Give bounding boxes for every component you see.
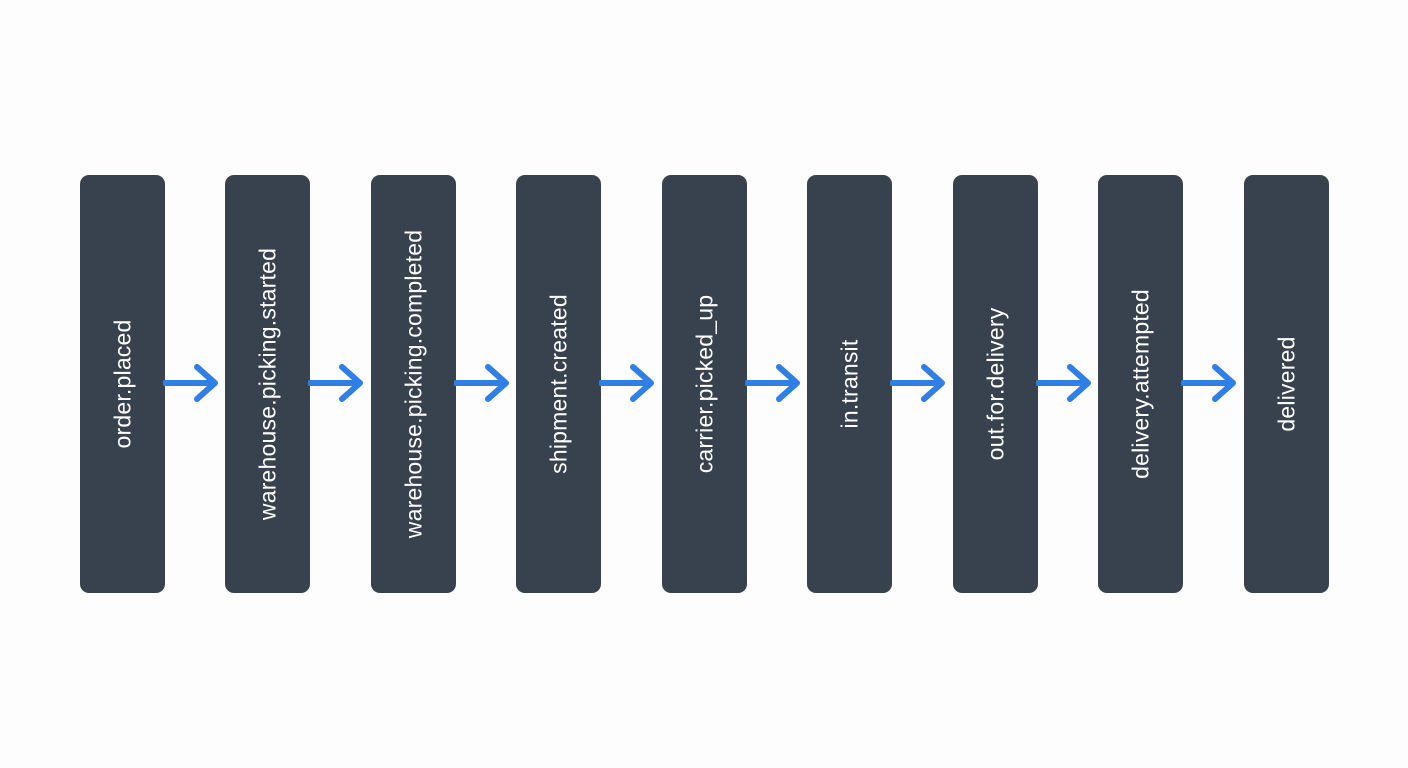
stage-label: out.for.delivery — [982, 307, 1008, 461]
stage-delivery-attempted: delivery.attempted — [1098, 175, 1183, 593]
stage-shipment-created: shipment.created — [516, 175, 601, 593]
stage-carrier-picked-up: carrier.picked_up — [662, 175, 747, 593]
stage-order-placed: order.placed — [80, 175, 165, 593]
arrow-right-icon — [599, 361, 659, 405]
stage-label: in.transit — [836, 339, 862, 429]
arrow-right-icon — [1036, 361, 1096, 405]
stage-in-transit: in.transit — [807, 175, 892, 593]
arrow-right-icon — [454, 361, 514, 405]
arrow-right-icon — [745, 361, 805, 405]
stage-label: delivered — [1273, 336, 1299, 432]
arrow-right-icon — [1181, 361, 1241, 405]
stage-label: carrier.picked_up — [691, 294, 717, 474]
stage-delivered: delivered — [1244, 175, 1329, 593]
stage-label: order.placed — [109, 319, 135, 449]
stage-label: shipment.created — [545, 294, 571, 474]
stage-out-for-delivery: out.for.delivery — [953, 175, 1038, 593]
stage-warehouse-picking-completed: warehouse.picking.completed — [371, 175, 456, 593]
stage-label: delivery.attempted — [1127, 289, 1153, 479]
stage-label: warehouse.picking.started — [254, 247, 280, 521]
stage-warehouse-picking-started: warehouse.picking.started — [225, 175, 310, 593]
arrow-right-icon — [308, 361, 368, 405]
arrow-right-icon — [163, 361, 223, 405]
arrow-right-icon — [890, 361, 950, 405]
stage-label: warehouse.picking.completed — [400, 229, 426, 539]
